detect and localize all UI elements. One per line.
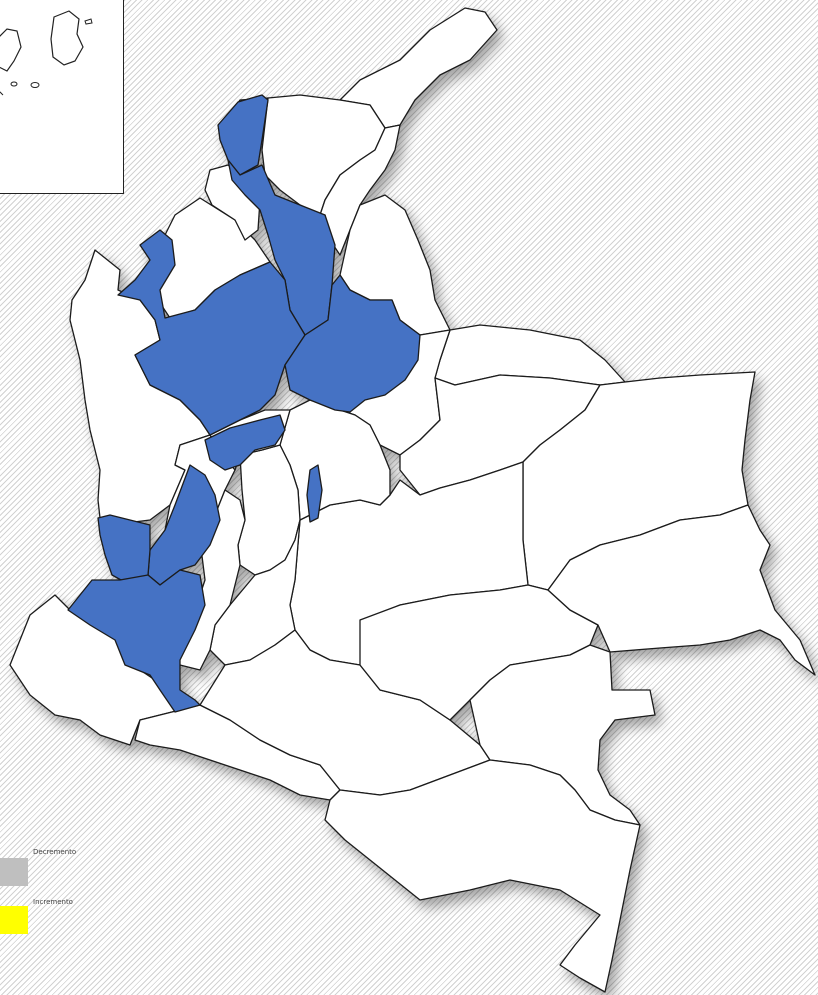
legend-label-incremento: Incremento [33,898,73,906]
inset-map-san-andres [0,0,124,194]
department-risaralda[interactable] [204,414,286,471]
department-amazonas[interactable] [324,759,641,993]
department-antioquia[interactable] [117,229,306,436]
department-arauca[interactable] [434,324,626,386]
legend-label-decremento: Decremento [33,848,77,856]
department-bolivar-north[interactable] [217,94,269,176]
department-cauca[interactable] [67,569,206,713]
legend-swatch-decremento [0,858,28,886]
department-caqueta[interactable] [199,629,491,796]
department-buenaventura-coast[interactable] [97,514,151,586]
department-santander[interactable] [284,274,421,413]
legend-swatch-incremento [0,906,28,934]
map-legend: Decremento Incremento [0,848,120,948]
inset-islands [0,10,93,96]
department-guainia[interactable] [547,504,816,676]
department-bogota[interactable] [306,464,323,523]
